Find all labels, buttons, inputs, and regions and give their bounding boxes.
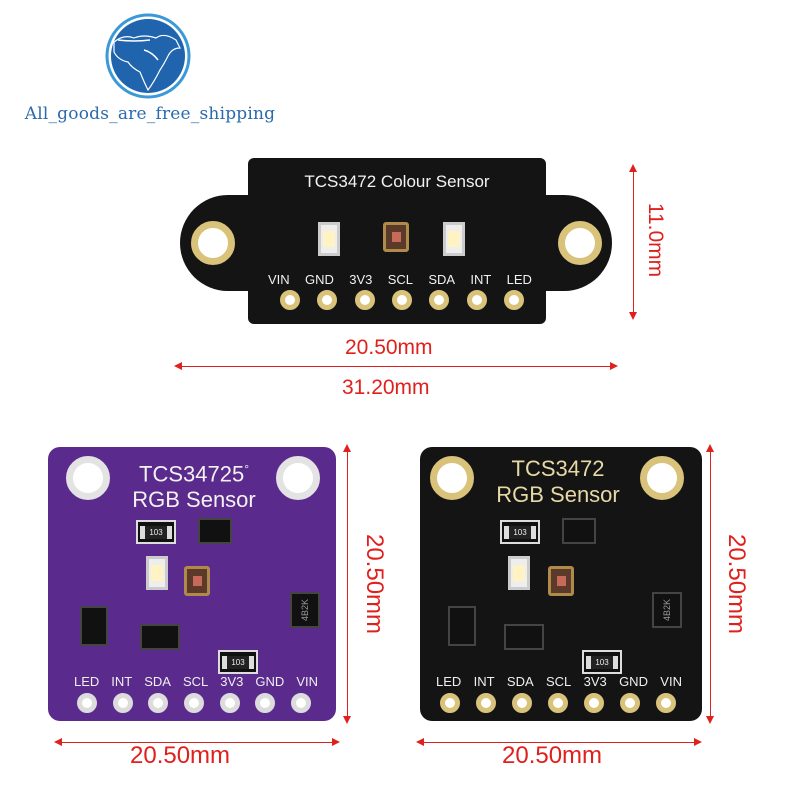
pin-label: 3V3 — [349, 272, 373, 287]
pin-pad — [391, 290, 412, 310]
height-dimension: 20.50mm — [361, 533, 389, 635]
pin-label: INT — [111, 674, 133, 689]
sensor-chip — [548, 566, 574, 596]
pin-label: 3V3 — [220, 674, 244, 689]
mounting-hole — [640, 456, 684, 500]
pin-label: SDA — [144, 674, 171, 689]
width-dimension-line — [56, 742, 338, 743]
title-line1: TCS34725 — [139, 461, 245, 487]
led — [508, 556, 530, 590]
mounting-hole — [276, 456, 320, 500]
pin-label: SCL — [182, 674, 209, 689]
resistor-label: 103 — [222, 655, 254, 669]
mounting-hole — [558, 221, 602, 265]
pin-label: LED — [436, 674, 462, 689]
pin-label: SCL — [545, 674, 572, 689]
height-dimension-line — [710, 446, 711, 722]
globe-icon — [105, 13, 191, 99]
pin-pad — [429, 290, 450, 310]
pin-label: VIN — [268, 272, 290, 287]
width-dimension: 20.50mm — [130, 742, 231, 769]
title-mark: ° — [244, 462, 249, 476]
led — [318, 222, 340, 256]
led — [146, 556, 168, 590]
mounting-hole — [430, 456, 474, 500]
regulator-ic: 4B2K — [652, 592, 682, 628]
sensor-chip — [184, 566, 210, 596]
ic-label: 4B2K — [300, 598, 310, 622]
title-line2: RGB Sensor — [496, 482, 620, 507]
pin-label: GND — [305, 272, 334, 287]
height-dimension: 20.50mm — [723, 533, 751, 635]
mounting-hole — [191, 221, 235, 265]
height-dimension: 11.0mm — [644, 202, 668, 278]
total-width-dimension: 31.20mm — [342, 376, 430, 399]
resistor-label: 103 — [140, 525, 172, 539]
logo-text: All_goods_are_free_shipping — [24, 104, 276, 124]
pin-label: GND — [619, 674, 648, 689]
pin-pad — [466, 290, 487, 310]
logo: All_goods_are_free_shipping — [0, 0, 300, 140]
pin-label: 3V3 — [583, 674, 607, 689]
regulator-ic: 4B2K — [290, 592, 320, 628]
pin-pad — [317, 290, 338, 310]
height-dimension-line — [633, 166, 634, 318]
pin-label: VIN — [296, 674, 318, 689]
title-line1: TCS3472 — [511, 456, 605, 481]
title-line2: RGB Sensor — [132, 487, 256, 513]
board-title: TCS3472 RGB Sensor — [476, 456, 640, 508]
pin-label: INT — [470, 272, 492, 287]
pin-label: SCL — [387, 272, 413, 287]
pin-label: LED — [74, 674, 100, 689]
pin-label: LED — [506, 272, 532, 287]
board-title: TCS3472 Colour Sensor — [304, 172, 490, 191]
pin-pad — [354, 290, 375, 310]
ic-label: 4B2K — [662, 598, 672, 622]
pin-pad — [280, 290, 300, 310]
width-dimension-line — [176, 366, 616, 367]
sensor-chip — [383, 222, 409, 252]
resistor-label: 103 — [586, 655, 618, 669]
resistor-label: 103 — [504, 525, 536, 539]
pin-label: SDA — [506, 674, 534, 689]
inner-width-dimension: 20.50mm — [345, 336, 433, 359]
led — [443, 222, 465, 256]
board-title: TCS34725° RGB Sensor — [110, 456, 278, 513]
mounting-hole — [66, 456, 110, 500]
pin-label: INT — [473, 674, 495, 689]
pin-label: GND — [255, 674, 285, 689]
pin-label: VIN — [660, 674, 682, 689]
width-dimension: 20.50mm — [502, 742, 603, 769]
pin-pad — [503, 290, 524, 310]
width-dimension-line — [418, 742, 700, 743]
pin-label: SDA — [428, 272, 456, 287]
height-dimension-line — [347, 446, 348, 722]
